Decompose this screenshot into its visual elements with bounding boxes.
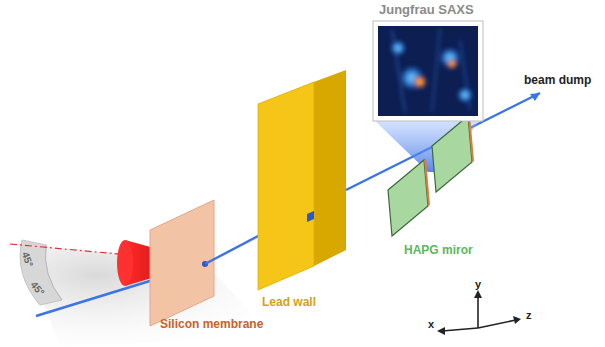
silicon-membrane	[150, 200, 214, 326]
lead-wall-side	[314, 70, 346, 266]
detector-speckle	[389, 28, 474, 112]
angle-scale	[20, 240, 62, 305]
lead-wall	[258, 82, 314, 290]
detector-frame	[373, 21, 483, 121]
beam-hole	[307, 211, 314, 222]
axis-label: z	[526, 309, 532, 321]
angle-label: 45°	[28, 279, 46, 298]
laser-cone-base	[117, 240, 133, 286]
axis-label: y	[475, 278, 481, 290]
membrane-label: Silicon membrane	[160, 318, 263, 331]
detector-title: Jungfrau SAXS	[379, 3, 474, 17]
mirror-label: HAPG miror	[404, 244, 473, 257]
beam-arrowhead	[530, 93, 540, 101]
wall-label: Lead wall	[262, 296, 316, 309]
hapg-mirror	[388, 160, 428, 236]
mirror-edge	[468, 115, 474, 162]
coordinate-axes	[437, 290, 521, 335]
angle-label: 45°	[20, 251, 36, 269]
beam-dump-label: beam dump	[524, 74, 591, 87]
axis-label: x	[428, 318, 434, 330]
xray-beam	[205, 234, 262, 264]
detector-image	[378, 26, 478, 116]
angle-scale-arc	[45, 245, 62, 300]
mirror-edge	[424, 159, 430, 206]
hapg-mirror	[432, 116, 472, 192]
